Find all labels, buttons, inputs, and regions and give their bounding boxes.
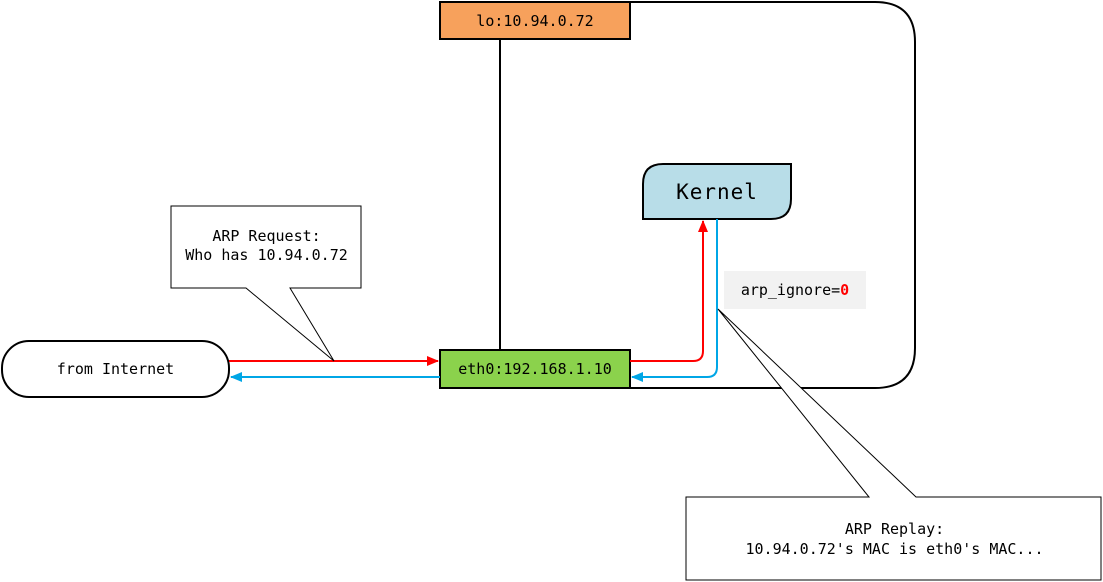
- eth0-interface-label: eth0:192.168.1.10: [458, 360, 612, 378]
- arp-ignore-value: 0: [840, 281, 850, 299]
- eth0-interface-box: [439, 349, 631, 389]
- request-arrow-eth0-to-kernel: [630, 220, 708, 362]
- arp-request-title: ARP Request:: [212, 227, 321, 245]
- arp-ignore-setting: arp_ignore=0: [724, 271, 866, 309]
- lo-interface-box: [439, 1, 631, 40]
- arp-reply-note: ARP Replay: 10.94.0.72's MAC is eth0's M…: [688, 498, 1101, 580]
- internet-label: from Internet: [56, 360, 175, 378]
- lo-interface-label: lo:10.94.0.72: [476, 11, 594, 30]
- host-frame: [540, 1, 916, 389]
- arp-request-note: ARP Request: Who has 10.94.0.72: [173, 206, 360, 286]
- arp-reply-text: 10.94.0.72's MAC is eth0's MAC...: [745, 540, 1044, 558]
- kernel-label: Kernel: [676, 179, 758, 204]
- reply-arrow-kernel-to-eth0: [631, 219, 718, 382]
- reply-callout-shape: [685, 308, 1102, 581]
- arp-ignore-key: arp_ignore=: [740, 281, 841, 299]
- kernel-box-shape: [642, 163, 792, 220]
- request-callout-shape: [170, 205, 362, 362]
- arp-reply-title: ARP Replay:: [844, 520, 945, 538]
- arp-request-text: Who has 10.94.0.72: [185, 246, 348, 264]
- internet-box-shape: [1, 340, 230, 398]
